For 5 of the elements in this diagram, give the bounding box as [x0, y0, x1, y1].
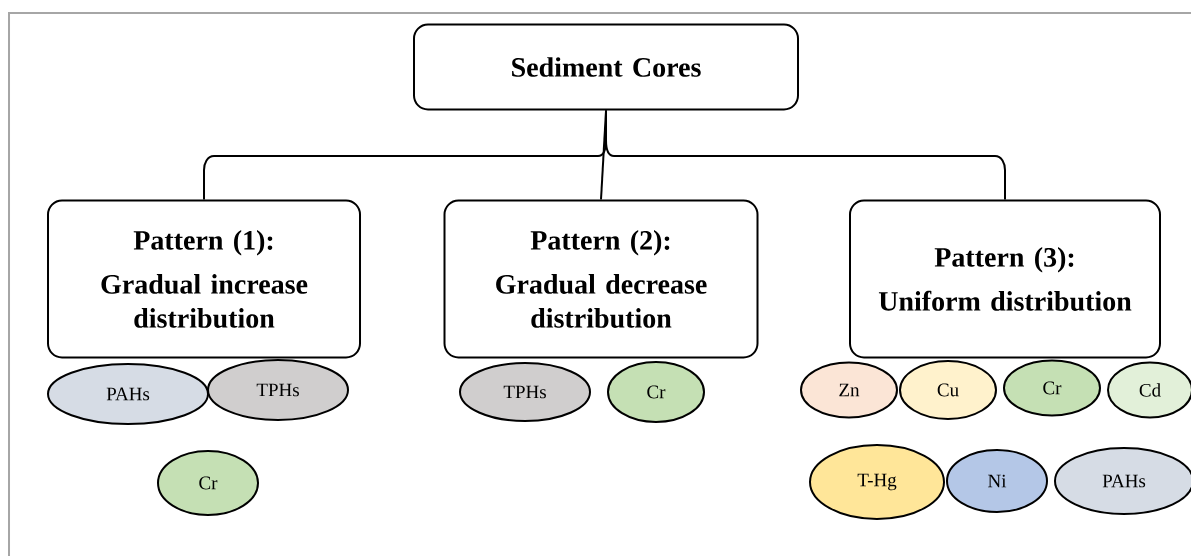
title-box: Sediment Cores — [413, 23, 799, 111]
brace-connector — [605, 109, 1006, 201]
pattern-box: Pattern (1): Gradual increase distribution — [47, 199, 361, 359]
pattern-box: Pattern (2): Gradual decrease distribution — [443, 199, 759, 359]
pattern-box: Pattern (3): Uniform distribution — [849, 199, 1161, 359]
